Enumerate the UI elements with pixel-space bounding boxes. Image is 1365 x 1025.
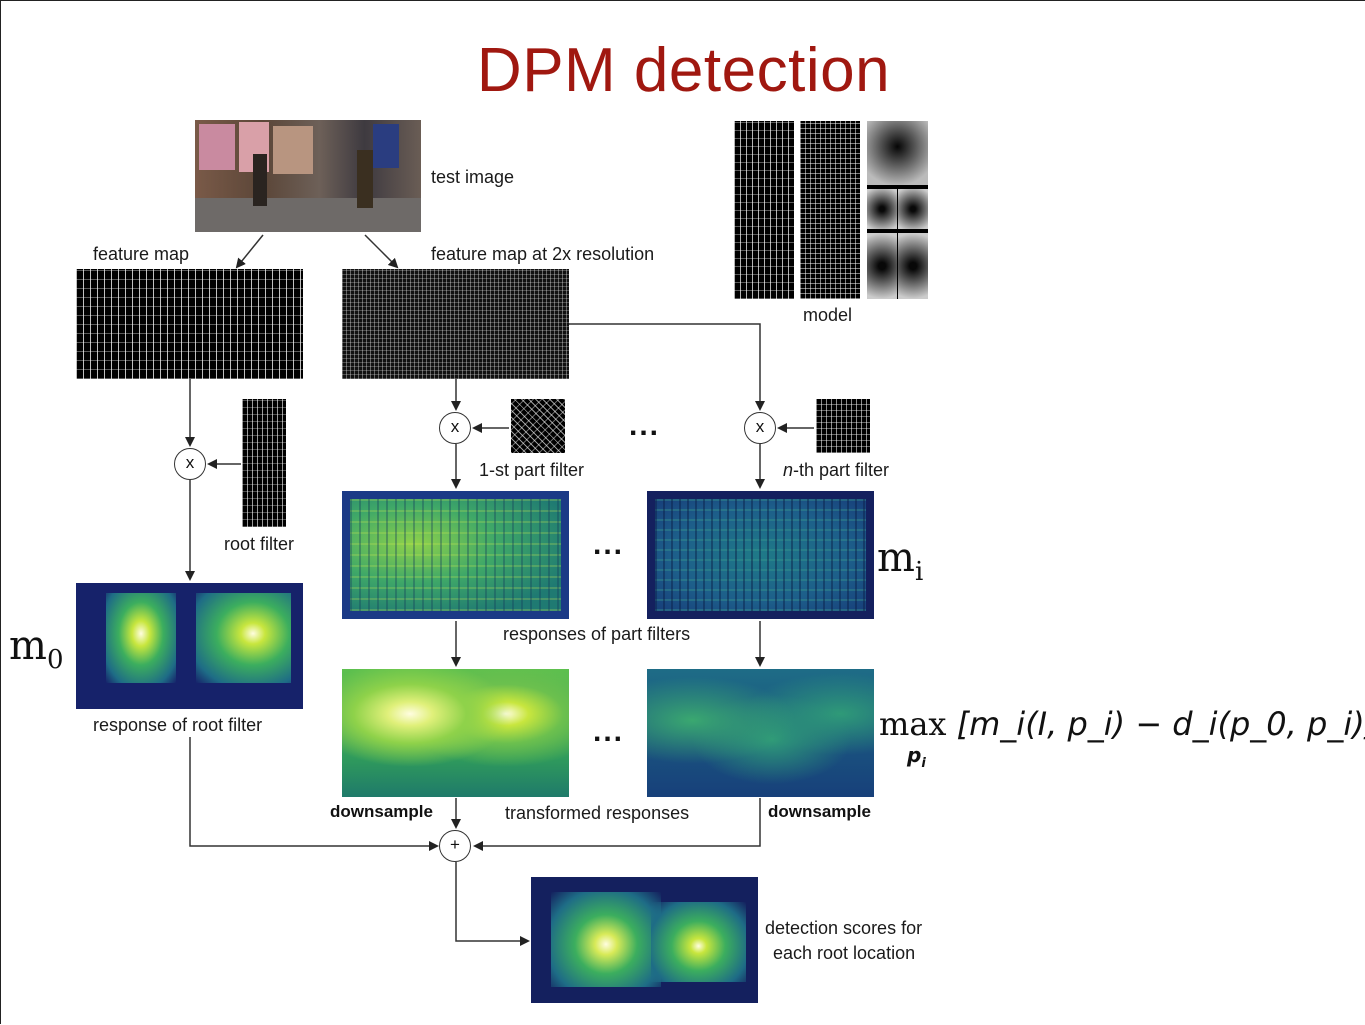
slide-title: DPM detection: [476, 36, 891, 105]
downsample-right-label: downsample: [768, 802, 871, 821]
mi-sub: i: [914, 557, 924, 587]
test-image-label: test image: [431, 167, 515, 187]
max-subscript: pi: [907, 743, 926, 771]
detection-scores-label-2: each root location: [773, 943, 916, 963]
detection-scores-label-1: detection scores for: [765, 918, 923, 938]
ellipsis-transformed: ...: [593, 715, 625, 748]
multiply-node-part-n: x: [744, 412, 776, 444]
root-response-heatmap: [76, 583, 303, 709]
part-1-transformed-heatmap: [342, 669, 569, 797]
detection-scores-heatmap: [531, 877, 758, 1003]
nth-part-filter-label: n-th part filter: [783, 460, 889, 481]
arrow-fm2x-to-partn-mult: [569, 323, 765, 411]
model-root-filter-image: [734, 121, 794, 299]
mi-base: m: [877, 535, 915, 581]
feature-map-2x-hog: [342, 269, 569, 379]
formula-body: [m_i(I, p_i) − d_i(p_0, p_i)]: [956, 705, 1365, 743]
responses-part-filters-label: responses of part filters: [503, 624, 691, 644]
arrow-image-to-feature-map: [235, 234, 264, 269]
arrow-root-response-to-add: [189, 737, 439, 851]
first-part-filter-image: [511, 399, 565, 453]
max-formula: max [m_i(I, p_i) − d_i(p_0, p_i)]: [879, 705, 1365, 743]
part-n-transformed-heatmap: [647, 669, 874, 797]
arrow-add-to-detection: [455, 862, 530, 946]
part-n-response-heatmap: [647, 491, 874, 619]
part-1-response-heatmap: [342, 491, 569, 619]
m0-symbol: m0: [9, 623, 63, 675]
root-filter-label: root filter: [224, 534, 295, 554]
model-label: model: [803, 305, 853, 325]
multiply-node-root: x: [174, 448, 206, 480]
max-word: max: [879, 705, 947, 743]
nth-prefix: n: [783, 460, 794, 480]
transformed-responses-label: transformed responses: [505, 803, 690, 823]
response-root-filter-label: response of root filter: [93, 715, 263, 735]
test-image-photo: [195, 120, 421, 232]
m0-sub: 0: [46, 645, 64, 675]
mi-symbol: mi: [877, 535, 923, 587]
m0-base: m: [9, 623, 47, 669]
downsample-left-label: downsample: [330, 802, 433, 821]
add-node: +: [439, 830, 471, 862]
arrow-partn-transformed-to-add: [473, 798, 761, 851]
nth-suffix: -th part filter: [793, 460, 890, 480]
first-part-filter-label: 1-st part filter: [479, 460, 585, 480]
model-deformation-image: [867, 121, 928, 299]
max-sub-p: p: [907, 743, 922, 767]
feature-map-label: feature map: [93, 244, 190, 264]
feature-map-2x-label: feature map at 2x resolution: [431, 244, 655, 264]
multiply-node-part-1: x: [439, 412, 471, 444]
max-sub-i: i: [921, 756, 926, 771]
ellipsis-responses: ...: [593, 528, 625, 561]
model-part-filters-image: [800, 121, 860, 299]
arrow-image-to-feature-map-2x: [364, 234, 399, 269]
nth-part-filter-image: [816, 399, 870, 453]
root-filter-image: [242, 399, 286, 527]
feature-map-hog: [76, 269, 303, 379]
ellipsis-filters: ...: [629, 409, 661, 442]
